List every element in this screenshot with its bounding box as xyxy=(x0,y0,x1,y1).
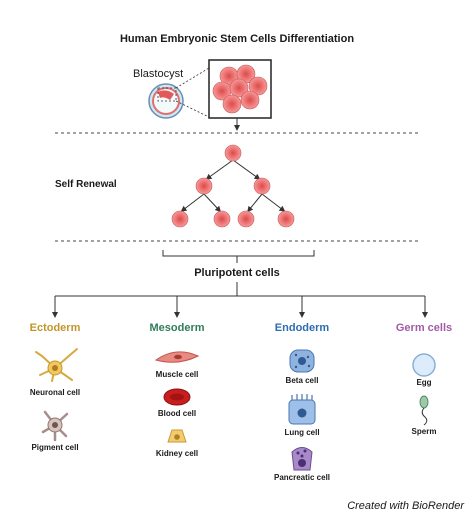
blastocyst-icon xyxy=(148,83,184,119)
blood-cell-icon xyxy=(163,388,191,406)
pancreatic-cell-icon xyxy=(291,447,313,471)
biorender-credit: Created with BioRender xyxy=(347,500,464,512)
neuronal-cell-label: Neuronal cell xyxy=(29,388,81,397)
branch-lines xyxy=(52,282,428,318)
inner-cell-mass xyxy=(208,59,272,119)
self-renewal-label: Self Renewal xyxy=(55,179,117,190)
neuronal-cell-icon xyxy=(35,348,78,382)
beta-cell-label: Beta cell xyxy=(285,376,319,385)
kidney-cell-label: Kidney cell xyxy=(155,449,199,458)
blastocyst-label: Blastocyst xyxy=(133,68,184,80)
pancreatic-cell-label: Pancreatic cell xyxy=(273,473,331,482)
germ-cells-label: Germ cells xyxy=(395,322,453,334)
mesoderm-label: Mesoderm xyxy=(149,322,205,334)
lung-cell-label: Lung cell xyxy=(284,428,320,437)
pluripotent-label: Pluripotent cells xyxy=(194,267,280,279)
zoom-lines xyxy=(175,67,210,118)
pigment-cell-label: Pigment cell xyxy=(31,443,79,452)
self-renewal-cells xyxy=(171,144,295,228)
kidney-cell-icon xyxy=(167,429,187,443)
blood-cell-label: Blood cell xyxy=(157,409,197,418)
diagram-title: Human Embryonic Stem Cells Differentiati… xyxy=(119,33,355,45)
sperm-icon xyxy=(419,395,429,426)
egg-icon xyxy=(412,353,436,377)
lung-cell-icon xyxy=(288,394,316,425)
muscle-cell-icon xyxy=(154,351,200,363)
muscle-cell-label: Muscle cell xyxy=(155,370,199,379)
ectoderm-label: Ectoderm xyxy=(29,322,81,334)
pigment-cell-icon xyxy=(41,410,69,442)
egg-label: Egg xyxy=(416,378,432,387)
endoderm-label: Endoderm xyxy=(274,322,330,334)
self-renewal-tree xyxy=(180,159,286,213)
sperm-label: Sperm xyxy=(411,427,437,436)
bracket xyxy=(162,250,315,263)
beta-cell-icon xyxy=(289,349,315,373)
